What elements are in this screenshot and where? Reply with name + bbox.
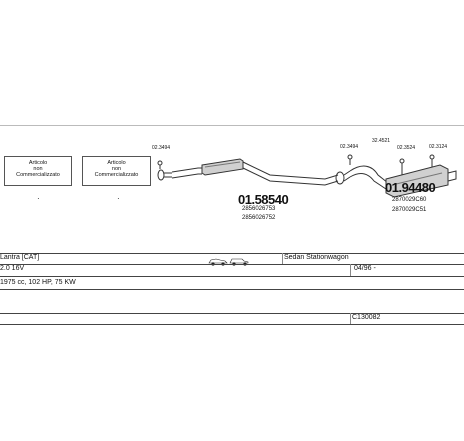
bracket-left-label: 02.3494 <box>152 145 171 151</box>
table-vline-2 <box>350 264 351 276</box>
bracket-left-part <box>157 160 163 169</box>
table-line-2 <box>0 264 464 265</box>
mid-clamp-part <box>335 170 351 185</box>
note-left-dot: · <box>37 194 40 203</box>
vehicle-body: Sedan Stationwagon <box>284 254 349 261</box>
table-vline-3 <box>350 313 351 324</box>
vehicle-date: 04/96 - <box>354 265 376 272</box>
note-right-dot: · <box>117 194 120 203</box>
front-pipe <box>171 167 202 179</box>
bracket-mid1-label: 02.3494 <box>340 144 359 150</box>
note-right-text: Articolo non Commercializzato <box>94 160 139 178</box>
rear-code: 01.94480 <box>385 180 436 195</box>
vehicle-model: Lantra [CAT] <box>0 254 40 261</box>
front-flange <box>157 169 172 181</box>
front-pipe-ref-2: 2856026752 <box>242 215 276 221</box>
vehicle-spec: 1975 cc, 102 HP, 75 KW <box>0 279 76 286</box>
car-body-types-icon <box>208 258 249 266</box>
vehicle-engine: 2.0 16V <box>0 265 25 272</box>
front-pipe-ref-1: 2856026753 <box>242 206 276 212</box>
exhaust-diagram <box>157 154 457 198</box>
bracket-right1-label: 02.3524 <box>397 145 416 151</box>
rear-ref-1: 2870029C60 <box>392 197 427 203</box>
note-box-left: Articolo non Commercializzato <box>4 156 72 186</box>
bracket-right-part <box>399 154 435 175</box>
mid-pipe <box>242 161 339 186</box>
bracket-right2-label: 02.3124 <box>429 144 448 150</box>
clamp-label: 32.4521 <box>372 138 391 144</box>
table-line-6 <box>0 324 464 325</box>
table-line-4 <box>0 289 464 290</box>
front-pipe-code: 01.58540 <box>238 192 289 207</box>
note-box-right: Articolo non Commercializzato <box>82 156 151 186</box>
rear-ref-2: 2870029C51 <box>392 207 427 213</box>
table-line-3 <box>0 276 464 277</box>
rear-silencer <box>385 164 457 198</box>
top-divider <box>0 125 464 126</box>
table-vline-1 <box>282 253 283 264</box>
table-line-1 <box>0 253 464 254</box>
table-line-5 <box>0 313 464 314</box>
front-silencer <box>201 158 244 176</box>
vehicle-ref-code: C130082 <box>352 314 381 321</box>
bracket-mid-part <box>347 154 353 165</box>
note-left-text: Articolo non Commercializzato <box>16 160 60 178</box>
rear-pipe <box>349 165 389 190</box>
